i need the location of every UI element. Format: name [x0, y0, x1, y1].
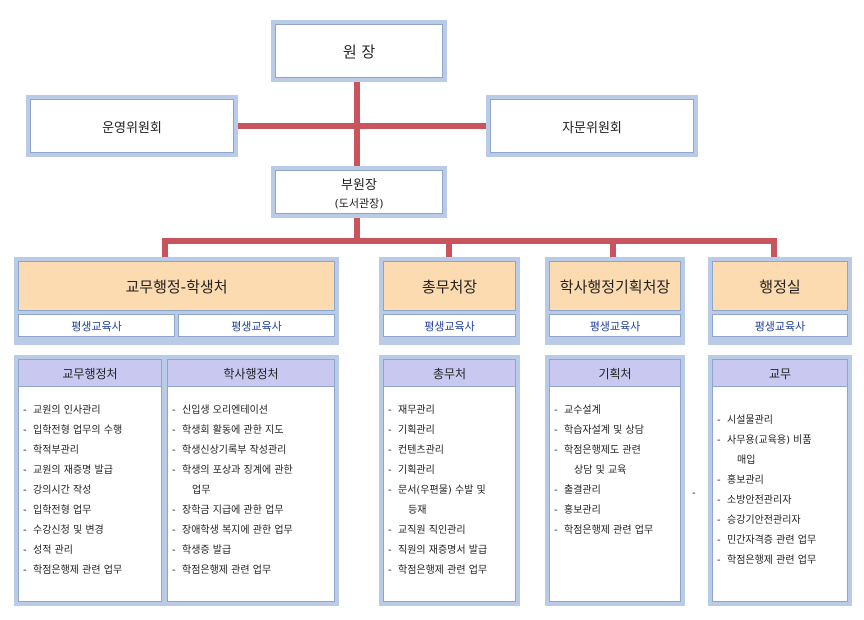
- duty-item: 교수설계: [550, 401, 680, 421]
- connector-committees: [238, 123, 486, 129]
- duty-item: 업무: [192, 485, 211, 496]
- dept-title: 교무행정-학생처: [18, 261, 335, 311]
- duty-academic-admin: 교무행정처 교원의 인사관리 입학전형 업무의 수행 학적부관리 교원의 재증명…: [14, 355, 166, 606]
- director-box: 원 장: [271, 20, 447, 82]
- duty-item: 사무용(교육용) 비품: [713, 431, 847, 451]
- duty-item: 컨텐츠관리: [384, 441, 515, 461]
- duty-item: 신입생 오리엔테이션: [168, 401, 334, 421]
- operations-committee-box: 운영위원회: [26, 95, 238, 157]
- connector-dept-2: [446, 238, 452, 258]
- duty-item: 학점은행제 관련 업무: [550, 521, 680, 541]
- dept-sub-role: 평생교육사: [383, 314, 516, 337]
- duty-academic-affairs: 교무 시설물관리 사무용(교육용) 비품 매입 홍보관리 소방안전관리자 승강기…: [708, 355, 852, 606]
- duty-item: 기획관리: [384, 461, 515, 481]
- duty-item: 장학금 지급에 관한 업무: [168, 501, 334, 521]
- duty-item: 기획관리: [384, 421, 515, 441]
- duty-item: 교원의 재증명 발급: [19, 461, 161, 481]
- duty-item: 학점은행제 관련 업무: [384, 561, 515, 581]
- dept-sub-role: 평생교육사: [712, 314, 848, 337]
- duty-item: 교원의 인사관리: [19, 401, 161, 421]
- duty-item: 문서(우편물) 수발 및: [384, 481, 515, 501]
- duty-item: 학생신상기록부 작성관리: [168, 441, 334, 461]
- duty-item: 입학전형 업무: [19, 501, 161, 521]
- duty-item: 학생의 포상과 징계에 관한: [168, 461, 334, 481]
- duty-item: 학습자설계 및 상담: [550, 421, 680, 441]
- dept-academic-student: 교무행정-학생처 평생교육사 평생교육사: [14, 257, 339, 345]
- duty-item: 수강신청 및 변경: [19, 521, 161, 541]
- duty-item: 장애학생 복지에 관한 업무: [168, 521, 334, 541]
- director-label: 원 장: [342, 42, 376, 61]
- dept-sub-role: 평생교육사: [178, 314, 335, 337]
- duty-item: 민간자격증 관련 업무: [713, 531, 847, 551]
- duty-title: 총무처: [383, 359, 516, 387]
- duty-item: 시설물관리: [713, 411, 847, 431]
- duty-item: 출결관리: [550, 481, 680, 501]
- dept-sub-role: 평생교육사: [549, 314, 681, 337]
- duty-item: 상담 및 교육: [574, 465, 627, 476]
- duty-general: 총무처 재무관리 기획관리 컨텐츠관리 기획관리 문서(우편물) 수발 및 등재…: [379, 355, 520, 606]
- dept-title: 총무처장: [383, 261, 516, 311]
- advisory-committee-box: 자문위원회: [486, 95, 698, 157]
- duty-title: 교무행정처: [18, 359, 162, 387]
- dept-title: 학사행정기획처장: [549, 261, 681, 311]
- vice-director-label: 부원장: [341, 177, 377, 193]
- duty-item: 강의시간 작성: [19, 481, 161, 501]
- duty-item: 재무관리: [384, 401, 515, 421]
- duty-item: 학생증 발급: [168, 541, 334, 561]
- duty-item: 학점은행제도 관련: [550, 441, 680, 461]
- connector-vice-bus: [354, 216, 360, 242]
- duty-student-admin: 학사행정처 신입생 오리엔테이션 학생회 활동에 관한 지도 학생신상기록부 작…: [163, 355, 339, 606]
- vice-director-box: 부원장 (도서관장): [271, 166, 447, 218]
- connector-dept-3: [610, 238, 616, 258]
- stray-dash: -: [692, 488, 696, 499]
- dept-academic-planning: 학사행정기획처장 평생교육사: [545, 257, 685, 345]
- connector-dept-1: [162, 238, 168, 258]
- duty-item: 학생회 활동에 관한 지도: [168, 421, 334, 441]
- duty-planning: 기획처 교수설계 학습자설계 및 상담 학점은행제도 관련 상담 및 교육 출결…: [545, 355, 685, 606]
- dept-title: 행정실: [712, 261, 848, 311]
- operations-committee-label: 운영위원회: [102, 120, 162, 136]
- connector-bus: [162, 238, 777, 244]
- duty-item: 소방안전관리자: [713, 491, 847, 511]
- duty-title: 기획처: [549, 359, 681, 387]
- duty-item: 승강기안전관리자: [713, 511, 847, 531]
- duty-item: 홍보관리: [713, 471, 847, 491]
- duty-item: 직원의 재증명서 발급: [384, 541, 515, 561]
- vice-director-subtitle: (도서관장): [334, 196, 384, 210]
- duty-title: 교무: [712, 359, 848, 387]
- duty-item: 학적부관리: [19, 441, 161, 461]
- duty-item: 학점은행제 관련 업무: [168, 561, 334, 581]
- dept-general-affairs: 총무처장 평생교육사: [379, 257, 520, 345]
- dept-administration: 행정실 평생교육사: [708, 257, 852, 345]
- duty-item: 학점은행제 관련 업무: [713, 551, 847, 571]
- duty-item: 등재: [408, 505, 427, 516]
- connector-dept-4: [771, 238, 777, 258]
- duty-item: 매입: [737, 455, 756, 466]
- duty-item: 홍보관리: [550, 501, 680, 521]
- duty-item: 학점은행제 관련 업무: [19, 561, 161, 581]
- duty-item: 교직원 직인관리: [384, 521, 515, 541]
- duty-item: 성적 관리: [19, 541, 161, 561]
- duty-title: 학사행정처: [167, 359, 335, 387]
- duty-item: 입학전형 업무의 수행: [19, 421, 161, 441]
- advisory-committee-label: 자문위원회: [562, 120, 622, 136]
- dept-sub-role: 평생교육사: [18, 314, 175, 337]
